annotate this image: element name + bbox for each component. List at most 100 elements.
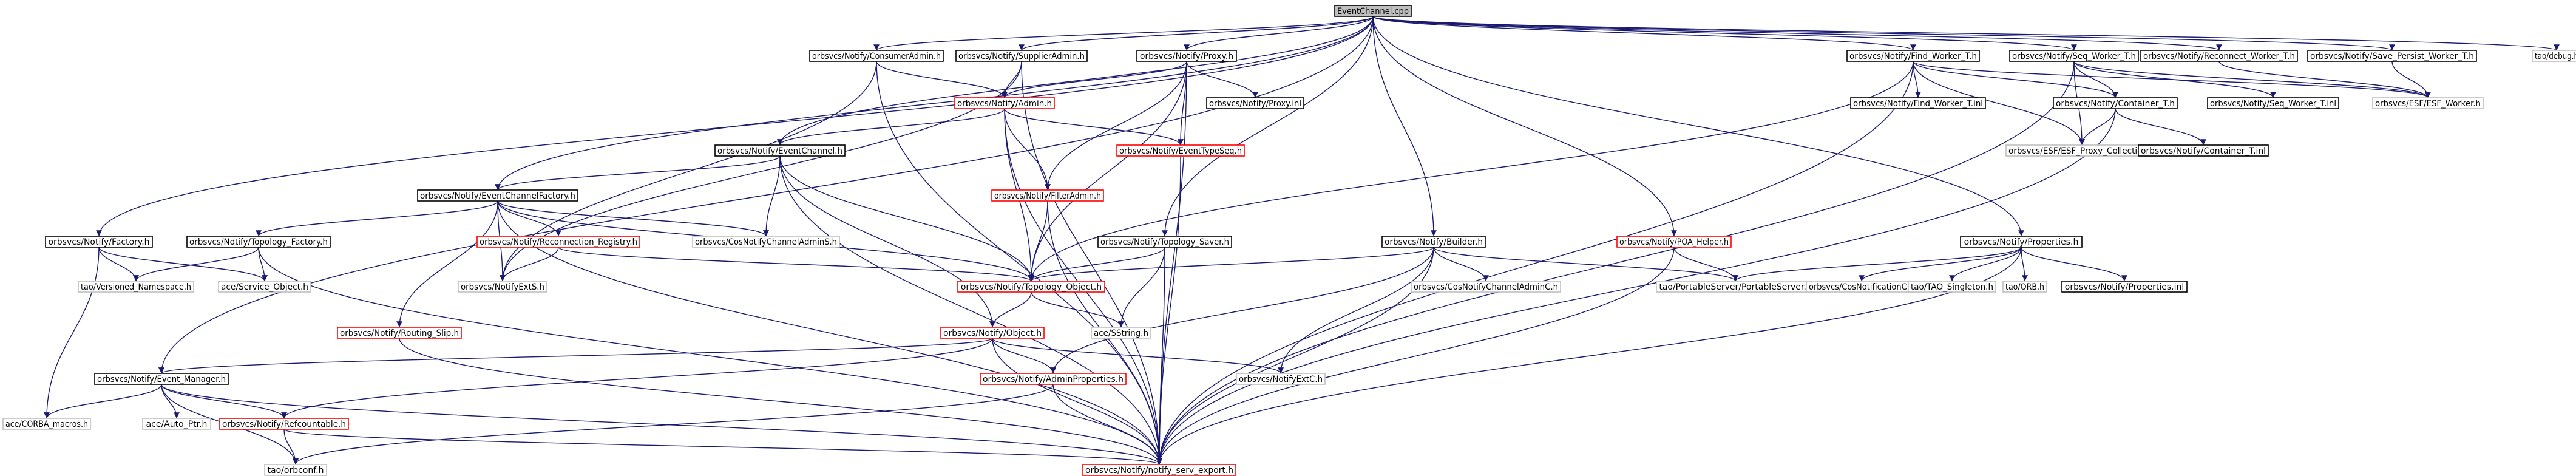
node-root[interactable]: EventChannel.cpp — [1334, 5, 1412, 17]
edge-notify_object-to-notify_serv_export — [992, 338, 1162, 465]
node-routing-slip[interactable]: orbsvcs/Notify/Routing_Slip.h — [337, 327, 462, 339]
node-sstring[interactable]: ace/SString.h — [1091, 327, 1151, 339]
node-cosnotifychanneladmin-s[interactable]: orbsvcs/CosNotifyChannelAdminS.h — [692, 236, 840, 248]
node-box — [94, 373, 229, 385]
node-refcountable[interactable]: orbsvcs/Notify/Refcountable.h — [219, 418, 349, 430]
node-notifyext-c[interactable]: orbsvcs/NotifyExtC.h — [1236, 373, 1326, 385]
edge-properties-to-orb — [2021, 246, 2028, 282]
edge-root-to-find_worker — [1372, 16, 1916, 51]
node-box — [337, 327, 462, 339]
node-proxy-inl[interactable]: orbsvcs/Notify/Proxy.inl — [1206, 97, 1304, 109]
node-properties-inl[interactable]: orbsvcs/Notify/Properties.inl — [2061, 280, 2188, 293]
node-save-persist[interactable]: orbsvcs/Notify/Save_Persist_Worker_T.h — [2307, 50, 2477, 62]
node-tao-singleton[interactable]: tao/TAO_Singleton.h — [1908, 280, 1996, 293]
node-esf-proxy-collection[interactable]: orbsvcs/ESF/ESF_Proxy_Collection.h — [2005, 144, 2158, 157]
node-label: orbsvcs/Notify/EventChannel.h — [717, 146, 842, 156]
node-find-worker-inl[interactable]: orbsvcs/Notify/Find_Worker_T.inl — [1850, 97, 1986, 109]
node-notify-object[interactable]: orbsvcs/Notify/Object.h — [940, 327, 1045, 339]
node-box — [1206, 97, 1304, 109]
node-orb[interactable]: tao/ORB.h — [2002, 280, 2047, 293]
node-box — [2532, 50, 2576, 62]
node-portableserver[interactable]: tao/PortableServer/PortableServer.h — [1656, 280, 1815, 293]
node-label: tao/debug.h — [2535, 52, 2576, 61]
edge-root-to-eventchannel — [777, 16, 1374, 146]
edge-factory-to-corba_macros — [44, 246, 100, 419]
edge-container_t-to-esf_proxy_collection — [2079, 108, 2116, 146]
edge-filteradmin-to-topology_object — [1028, 200, 1048, 282]
node-box — [142, 418, 211, 430]
edge-root-to-debug — [1372, 16, 2560, 51]
node-topology-saver[interactable]: orbsvcs/Notify/Topology_Saver.h — [1097, 236, 1232, 248]
node-auto-ptr[interactable]: ace/Auto_Ptr.h — [142, 418, 211, 430]
node-admin[interactable]: orbsvcs/Notify/Admin.h — [954, 97, 1055, 109]
edge-refcountable-to-notify_serv_export — [283, 429, 1162, 465]
node-properties[interactable]: orbsvcs/Notify/Properties.h — [1960, 236, 2083, 248]
node-corba-macros[interactable]: ace/CORBA_macros.h — [2, 418, 91, 430]
node-box — [1082, 464, 1236, 476]
edge-container_t-to-container_inl — [2115, 108, 2206, 146]
node-service-object[interactable]: ace/Service_Object.h — [218, 280, 311, 293]
node-notifyext-s[interactable]: orbsvcs/NotifyExtS.h — [458, 280, 547, 293]
node-box — [809, 50, 944, 62]
edge-proxy-to-proxy_inl — [1186, 61, 1258, 98]
node-adminproperties[interactable]: orbsvcs/Notify/AdminProperties.h — [980, 373, 1127, 385]
node-box — [264, 464, 327, 476]
node-label: orbsvcs/Notify/Reconnection_Registry.h — [480, 237, 637, 247]
node-box — [980, 373, 1127, 385]
edge-eventchannel-to-notify_serv_export — [779, 155, 1162, 465]
node-cosnotifychanneladmin-c[interactable]: orbsvcs/CosNotifyChannelAdminC.h — [1411, 280, 1561, 293]
edge-topology_object-to-notify_object — [989, 291, 1032, 328]
node-topology-factory[interactable]: orbsvcs/Notify/Topology_Factory.h — [186, 236, 331, 248]
node-seq-worker[interactable]: orbsvcs/Notify/Seq_Worker_T.h — [2009, 50, 2139, 62]
edges-layer — [44, 16, 2560, 465]
edge-root-to-consumeradmin — [873, 16, 1374, 51]
node-topology-object[interactable]: orbsvcs/Notify/Topology_Object.h — [957, 280, 1105, 293]
node-find-worker[interactable]: orbsvcs/Notify/Find_Worker_T.h — [1846, 50, 1980, 62]
node-orbconf[interactable]: tao/orbconf.h — [264, 464, 327, 476]
node-container-t[interactable]: orbsvcs/Notify/Container_T.h — [2053, 97, 2178, 109]
node-label: orbsvcs/NotifyExtC.h — [1239, 375, 1323, 384]
edge-properties-to-tao_singleton — [1949, 246, 2022, 282]
node-builder[interactable]: orbsvcs/Notify/Builder.h — [1381, 236, 1486, 248]
node-box — [1960, 236, 2083, 248]
node-proxy[interactable]: orbsvcs/Notify/Proxy.h — [1136, 50, 1237, 62]
node-label: orbsvcs/Notify/FilterAdmin.h — [994, 191, 1101, 201]
edge-reconnection_registry-to-notifyext_s — [500, 246, 559, 282]
node-notify-serv-export[interactable]: orbsvcs/Notify/notify_serv_export.h — [1082, 464, 1236, 476]
node-label: orbsvcs/Notify/Reconnect_Worker_T.h — [2143, 52, 2295, 61]
node-label: orbsvcs/Notify/Container_T.inl — [2141, 146, 2266, 156]
node-factory[interactable]: orbsvcs/Notify/Factory.h — [45, 236, 153, 248]
node-label: orbsvcs/Notify/Seq_Worker_T.inl — [2210, 99, 2336, 109]
node-supplieradmin[interactable]: orbsvcs/Notify/SupplierAdmin.h — [955, 50, 1088, 62]
node-reconnect-worker[interactable]: orbsvcs/Notify/Reconnect_Worker_T.h — [2140, 50, 2298, 62]
node-box — [714, 144, 846, 157]
node-esf-worker[interactable]: orbsvcs/ESF/ESF_Worker.h — [2372, 97, 2484, 109]
node-label: tao/Versioned_Namespace.h — [81, 282, 191, 292]
node-event-manager[interactable]: orbsvcs/Notify/Event_Manager.h — [94, 373, 229, 385]
node-reconnection-registry[interactable]: orbsvcs/Notify/Reconnection_Registry.h — [476, 236, 640, 248]
node-ecfactory[interactable]: orbsvcs/Notify/EventChannelFactory.h — [417, 189, 578, 202]
node-seq-worker-inl[interactable]: orbsvcs/Notify/Seq_Worker_T.inl — [2207, 97, 2339, 109]
node-filteradmin[interactable]: orbsvcs/Notify/FilterAdmin.h — [991, 189, 1104, 202]
node-eventchannel[interactable]: orbsvcs/Notify/EventChannel.h — [714, 144, 846, 157]
edge-eventchannel-to-cosnotifychanneladmin_s — [763, 155, 781, 237]
edge-topology_saver-to-topology_object — [1028, 246, 1165, 282]
node-poa-helper[interactable]: orbsvcs/Notify/POA_Helper.h — [1616, 236, 1732, 248]
node-label: orbsvcs/ESF/ESF_Worker.h — [2375, 99, 2481, 109]
edge-event_manager-to-notify_serv_export — [161, 384, 1162, 465]
node-label: orbsvcs/Notify/POA_Helper.h — [1619, 237, 1729, 247]
node-eventtypeseq[interactable]: orbsvcs/Notify/EventTypeSeq.h — [1116, 144, 1245, 157]
node-box — [78, 280, 194, 293]
node-cosnotification-c[interactable]: orbsvcs/CosNotificationC.h — [1806, 280, 1917, 293]
node-container-inl[interactable]: orbsvcs/Notify/Container_T.inl — [2138, 144, 2269, 157]
edge-topology_saver-to-notify_serv_export — [1156, 246, 1165, 465]
edge-root-to-properties — [1372, 16, 2024, 237]
node-box — [1091, 327, 1151, 339]
edge-topology_saver-to-sstring — [1118, 246, 1165, 328]
node-debug[interactable]: tao/debug.h — [2532, 50, 2576, 62]
node-versioned-namespace[interactable]: tao/Versioned_Namespace.h — [78, 280, 194, 293]
edge-root-to-factory — [96, 16, 1374, 237]
edge-builder-to-adminproperties — [1050, 246, 1434, 374]
node-label: ace/SString.h — [1094, 328, 1148, 338]
node-consumeradmin[interactable]: orbsvcs/Notify/ConsumerAdmin.h — [809, 50, 944, 62]
